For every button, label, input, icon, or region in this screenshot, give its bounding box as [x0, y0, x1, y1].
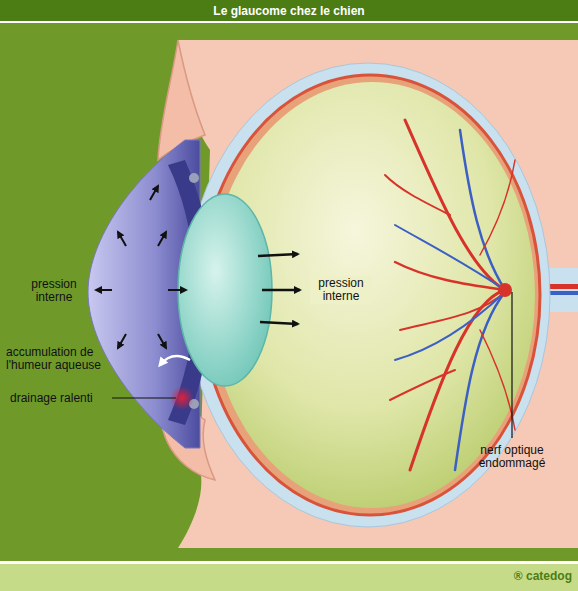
part-label: pression interne	[310, 276, 372, 304]
part-label: drainage ralenti	[10, 392, 110, 405]
part-label: accumulation de l'humeur aqueuse	[6, 346, 116, 372]
logo-text: ® catedog	[478, 570, 572, 583]
part-label: pression interne	[22, 278, 86, 304]
part-label: nerf optique endommagé	[472, 444, 552, 470]
title-bar-text: Le glaucome chez le chien	[0, 4, 578, 18]
